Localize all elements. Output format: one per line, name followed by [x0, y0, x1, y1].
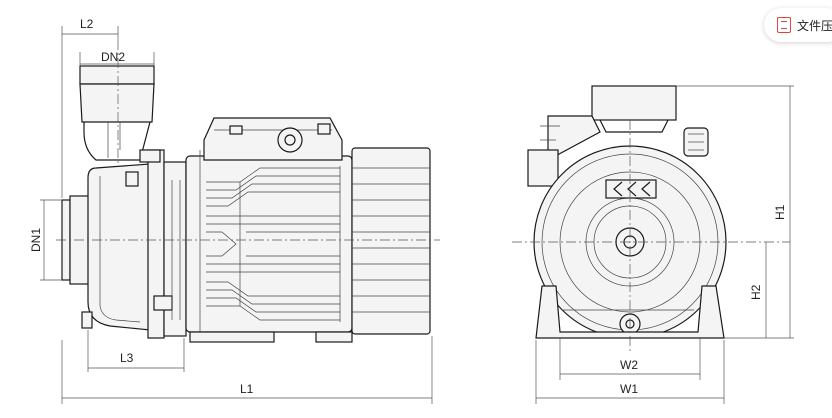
dim-label-h1: H1: [773, 204, 787, 220]
volute-casing: [87, 163, 151, 331]
front-terminal-box: [547, 115, 601, 162]
front-discharge-flange: [591, 85, 677, 121]
front-foot: [189, 331, 275, 343]
document-compress-icon: [777, 17, 791, 33]
rear-foot: [315, 331, 353, 343]
drain-plug: [81, 311, 93, 329]
discharge-elbow: [83, 121, 151, 161]
dim-label-l2: L2: [80, 17, 94, 31]
motor-body: [185, 155, 353, 333]
discharge-neck: [79, 83, 155, 123]
dim-label-dn1: DN1: [29, 228, 43, 252]
dim-label-w2: W2: [620, 358, 638, 372]
file-compress-badge[interactable]: 文件压: [764, 8, 832, 42]
dim-label-l1: L1: [240, 382, 254, 396]
badge-label: 文件压: [797, 18, 832, 33]
front-view: [512, 85, 790, 352]
dim-label-l3: L3: [120, 351, 134, 365]
side-view: [56, 40, 440, 343]
front-view-dimensions: H1 H2 W2 W1: [535, 85, 794, 404]
dim-label-dn2: DN2: [101, 50, 125, 64]
cooling-fins: [206, 166, 341, 322]
side-view-dimensions: L2 DN2 DN1 L3 L1: [29, 17, 433, 404]
dim-label-h2: H2: [749, 284, 763, 300]
front-base: [535, 285, 725, 339]
rotation-arrows-icon: [605, 179, 657, 199]
dim-label-w1: W1: [620, 382, 638, 396]
casing-bolt: [125, 171, 139, 187]
discharge-flange: [79, 65, 155, 85]
fan-cover: [351, 147, 431, 335]
